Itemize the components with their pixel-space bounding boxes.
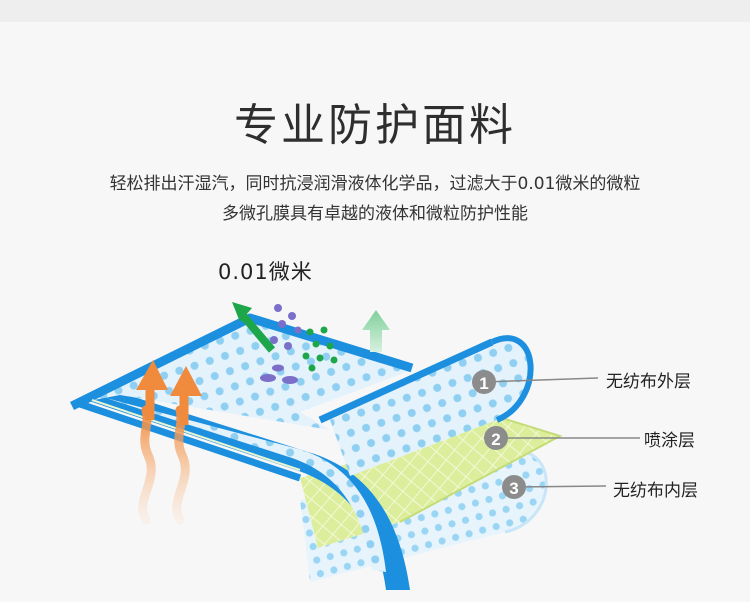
micron-label: 0.01微米: [218, 260, 313, 284]
top-band: [0, 0, 750, 22]
page-title: 专业防护面料: [234, 100, 516, 151]
particle-block-arrow-icon: [232, 302, 276, 353]
badge-3-number: 3: [509, 479, 518, 498]
layer-2-label: 喷涂层: [644, 431, 695, 451]
liquid-droplets: [260, 304, 302, 384]
vapor-arrows: [136, 360, 202, 525]
layer-3-label: 无纺布内层: [613, 481, 698, 501]
breathable-arrow-icon: [362, 310, 390, 352]
subtitle-line-2: 多微孔膜具有卓越的液体和微粒防护性能: [222, 204, 528, 224]
particles: [302, 326, 338, 372]
subtitle-line-1: 轻松排出汗湿汽，同时抗浸润滑液体化学品，过滤大于0.01微米的微粒: [109, 174, 641, 194]
layer-callouts: 1 2 3: [472, 370, 640, 499]
badge-2: [484, 426, 508, 450]
badge-2-number: 2: [491, 430, 500, 449]
badge-1-number: 1: [479, 374, 488, 393]
badge-1: [472, 370, 496, 394]
badge-3: [502, 475, 526, 499]
layer-1-label: 无纺布外层: [606, 372, 691, 392]
